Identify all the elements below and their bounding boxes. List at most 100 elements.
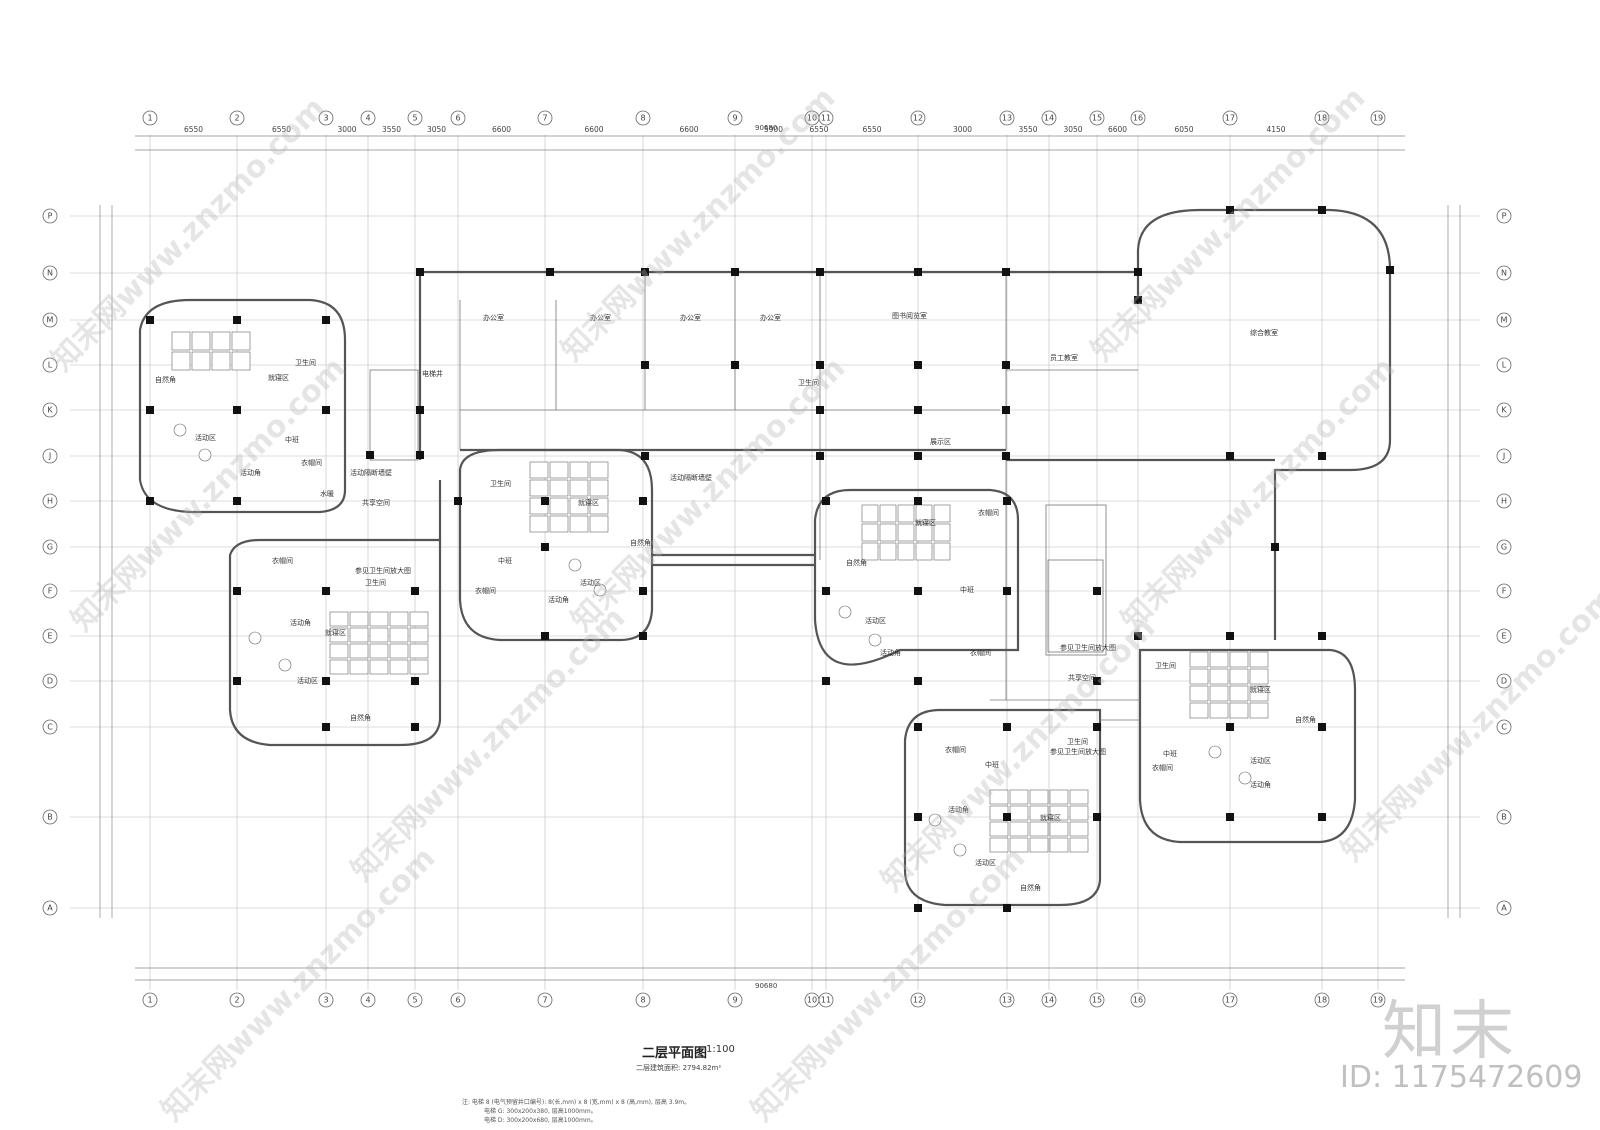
structural-column (816, 452, 824, 460)
svg-text:13: 13 (1002, 996, 1012, 1005)
structural-column (1003, 904, 1011, 912)
bed (1209, 702, 1229, 719)
axis-bubble-row-A: A (42, 900, 58, 916)
axis-bubble-row-F: F (1496, 583, 1512, 599)
bed (879, 523, 897, 542)
brand-logo: 知末 (1382, 995, 1518, 1069)
top-dimension-label: 3550 (1018, 125, 1037, 134)
axis-bubble-row-G: G (42, 539, 58, 555)
bed (1029, 837, 1049, 853)
bed (1049, 821, 1069, 837)
label-cloakroom-w: 衣帽间 (301, 458, 322, 467)
bed (1189, 702, 1209, 719)
bed (1229, 668, 1249, 685)
structural-column (233, 316, 241, 324)
bed (589, 515, 609, 533)
axis-bubble-col-8: 8 (635, 110, 651, 126)
bed (171, 351, 191, 371)
structural-column (1093, 723, 1101, 731)
activity-table (278, 658, 292, 672)
axis-bubble-col-19: 19 (1370, 992, 1386, 1008)
svg-text:1: 1 (147, 996, 152, 1005)
structural-column (914, 361, 922, 369)
svg-text:15: 15 (1092, 996, 1102, 1005)
bed (915, 523, 933, 542)
svg-text:G: G (47, 543, 53, 552)
axis-bubble-row-C: C (1496, 719, 1512, 735)
label-office-4: 办公室 (760, 313, 781, 322)
bed (1249, 668, 1269, 685)
bed (879, 504, 897, 523)
label-natural-corner-c: 自然角 (630, 538, 651, 547)
label-sleeping-cr: 就寝区 (915, 518, 936, 527)
axis-bubble-col-8: 8 (635, 992, 651, 1008)
image-id: ID: 1175472609 (1340, 1060, 1583, 1095)
bed (1209, 668, 1229, 685)
top-dimension-label: 6550 (272, 125, 291, 134)
bed (1189, 668, 1209, 685)
activity-table (868, 633, 882, 647)
label-exhibition: 展示区 (930, 438, 951, 446)
svg-text:4: 4 (365, 114, 370, 123)
structural-column (322, 723, 330, 731)
structural-column (233, 677, 241, 685)
axis-bubble-row-F: F (42, 583, 58, 599)
grid-lines (70, 135, 1480, 990)
bed (1209, 651, 1229, 668)
activity-table (928, 813, 942, 827)
axis-bubble-row-M: M (42, 312, 58, 328)
structural-column (233, 406, 241, 414)
bed (1189, 651, 1209, 668)
bed (389, 659, 409, 675)
bed (549, 515, 569, 533)
bed (329, 643, 349, 659)
svg-text:8: 8 (640, 996, 645, 1005)
label-toilet-north: 卫生间 (798, 378, 819, 387)
axis-bubble-row-L: L (42, 357, 58, 373)
structural-column (322, 677, 330, 685)
axis-bubble-row-K: K (42, 402, 58, 418)
bed (933, 542, 951, 561)
top-dimension-label: 6600 (584, 125, 603, 134)
structural-column (1003, 587, 1011, 595)
top-dimension-label: 6600 (679, 125, 698, 134)
structural-column (1226, 206, 1234, 214)
svg-text:L: L (1502, 361, 1507, 370)
bed (529, 515, 549, 533)
structural-column (1318, 632, 1326, 640)
bed (191, 351, 211, 371)
svg-text:C: C (47, 723, 53, 732)
svg-text:14: 14 (1044, 996, 1054, 1005)
bed (897, 504, 915, 523)
axis-bubble-col-7: 7 (537, 992, 553, 1008)
bed (549, 497, 569, 515)
bed (1029, 821, 1049, 837)
label-natural-corner-w: 自然角 (155, 375, 176, 384)
structural-column (411, 723, 419, 731)
svg-text:3: 3 (323, 114, 328, 123)
structural-column (914, 677, 922, 685)
label-activity-area-s: 活动区 (975, 858, 996, 867)
svg-text:D: D (47, 677, 53, 686)
label-sleeping-sw: 就寝区 (325, 628, 346, 637)
bed (349, 659, 369, 675)
structural-column (541, 632, 549, 640)
label-central-space-e: 共享空间 (1068, 673, 1096, 682)
svg-text:N: N (1501, 269, 1507, 278)
bed (529, 461, 549, 479)
structural-column (914, 452, 922, 460)
structural-column (416, 406, 424, 414)
svg-text:2: 2 (234, 996, 239, 1005)
label-central-space-w: 共享空间 (362, 498, 390, 507)
structural-column (914, 497, 922, 505)
structural-column (454, 497, 462, 505)
structural-columns (146, 206, 1394, 912)
structural-column (639, 497, 647, 505)
activity-table (953, 843, 967, 857)
structural-column (416, 451, 424, 459)
axis-bubble-col-16: 16 (1130, 110, 1146, 126)
bed (1069, 821, 1089, 837)
axis-bubble-col-15: 15 (1089, 992, 1105, 1008)
label-staff-room: 员工教室 (1050, 353, 1078, 362)
top-dimension-label: 6600 (492, 125, 511, 134)
